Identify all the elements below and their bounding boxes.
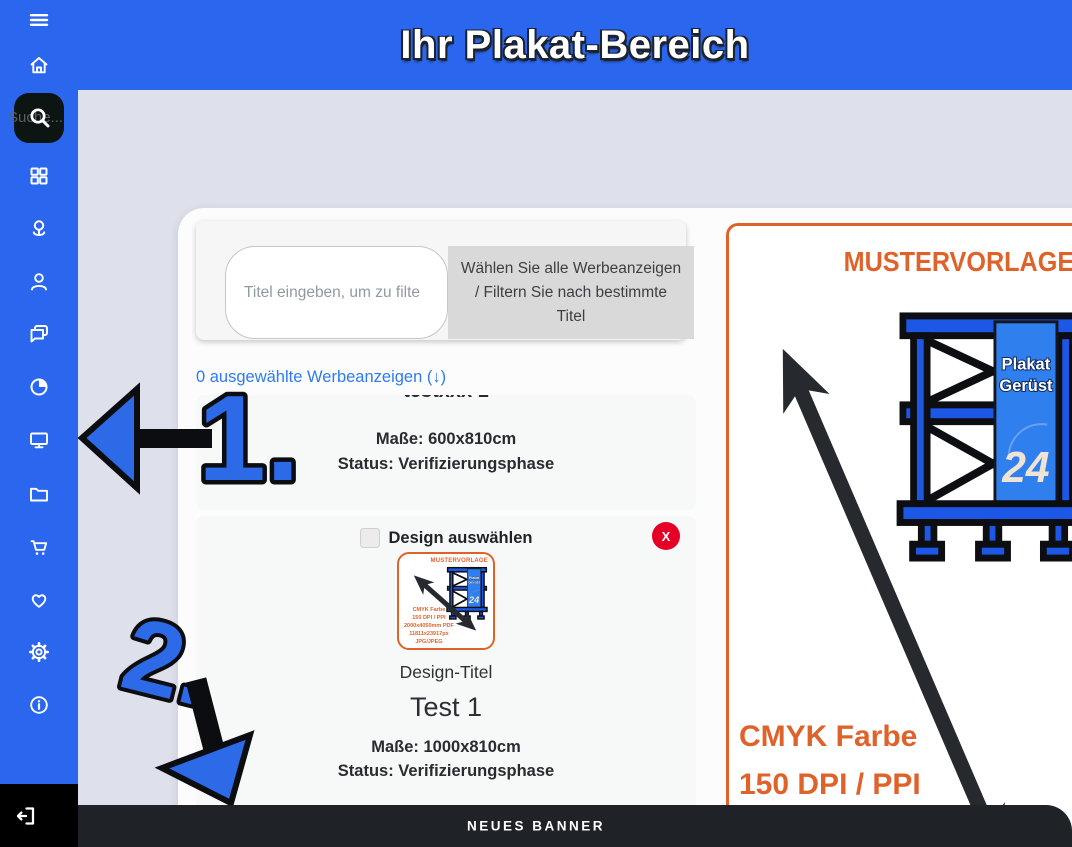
ad-card: testxxx 1 Maße: 600x810cm Status: Verifi… [196,395,696,510]
spec-line: CMYK Farbe [739,720,918,753]
heart-icon[interactable] [27,588,51,612]
header: Ihr Plakat-Bereich [0,0,1072,90]
title-filter-input[interactable] [225,246,448,339]
design-title: Test 1 [409,692,483,722]
remove-design-button[interactable]: X [652,522,680,550]
design-checkbox[interactable] [359,528,380,548]
ad-card: Design auswählen X MUSTERVORLAGE [196,516,696,815]
svg-text:24: 24 [1001,444,1049,492]
ad-status: Status: Verifizierungsphase [337,762,555,780]
select-all-label: Wählen Sie alle Werbeanzeigen / Filtern … [460,259,682,325]
search-icon[interactable] [26,104,53,131]
ad-size: Maße: 1000x810cm [371,738,521,756]
ad-title-clipped: testxxx 1 [196,395,696,407]
main-background: Wählen Sie alle Werbeanzeigen / Filtern … [78,90,1072,847]
folder-icon[interactable] [27,482,51,506]
design-select-row: Design auswählen [196,524,696,552]
spec-line: 150 DPI / PPI [739,767,921,801]
chat-icon[interactable] [27,322,51,346]
selected-ads-link[interactable]: 0 ausgewählte Werbeanzeigen (↓) [196,368,447,386]
logout-icon [16,807,35,825]
menu-icon[interactable] [27,8,51,32]
monitor-icon[interactable] [27,428,51,452]
template-heading: MUSTERVORLAGE [843,246,1072,277]
cart-icon[interactable] [27,535,51,559]
template-panel: MUSTERVORLAGE Plakat Gerüst [726,223,1072,847]
settings-icon[interactable] [27,640,51,664]
svg-text:Plakat: Plakat [1002,354,1051,373]
info-icon[interactable] [27,693,51,717]
design-thumbnail[interactable]: MUSTERVORLAGE [397,552,495,650]
pie-chart-icon[interactable] [27,375,51,399]
design-checkbox-label: Design auswählen [388,528,533,547]
new-banner-button[interactable]: NEUES BANNER [466,818,606,834]
user-icon[interactable] [27,270,51,294]
ad-size: Maße: 600x810cm [375,430,517,448]
filter-bar: Wählen Sie alle Werbeanzeigen / Filtern … [196,221,694,340]
location-pin-icon[interactable] [27,217,51,241]
content-card: Wählen Sie alle Werbeanzeigen / Filtern … [178,208,1072,847]
page-title: Ihr Plakat-Bereich [400,22,750,67]
logout-button[interactable] [0,784,78,847]
home-icon[interactable] [27,53,51,77]
thumb-heading: MUSTERVORLAGE [430,558,488,564]
bottom-bar: NEUES BANNER [78,805,1072,847]
design-title-label: Design-Titel [399,662,493,682]
diagonal-arrow [413,575,477,631]
search-tooltip: Suche... [8,109,64,126]
svg-text:Gerüst: Gerüst [999,376,1053,395]
scaffold-illustration: Plakat Gerüst 24 [896,312,1072,562]
ad-status: Status: Verifizierungsphase [337,455,555,473]
sidebar: Suche... [0,0,78,790]
dashboard-icon[interactable] [27,164,51,188]
search-button[interactable] [14,93,64,143]
select-all-box[interactable]: Wählen Sie alle Werbeanzeigen / Filtern … [448,246,694,339]
